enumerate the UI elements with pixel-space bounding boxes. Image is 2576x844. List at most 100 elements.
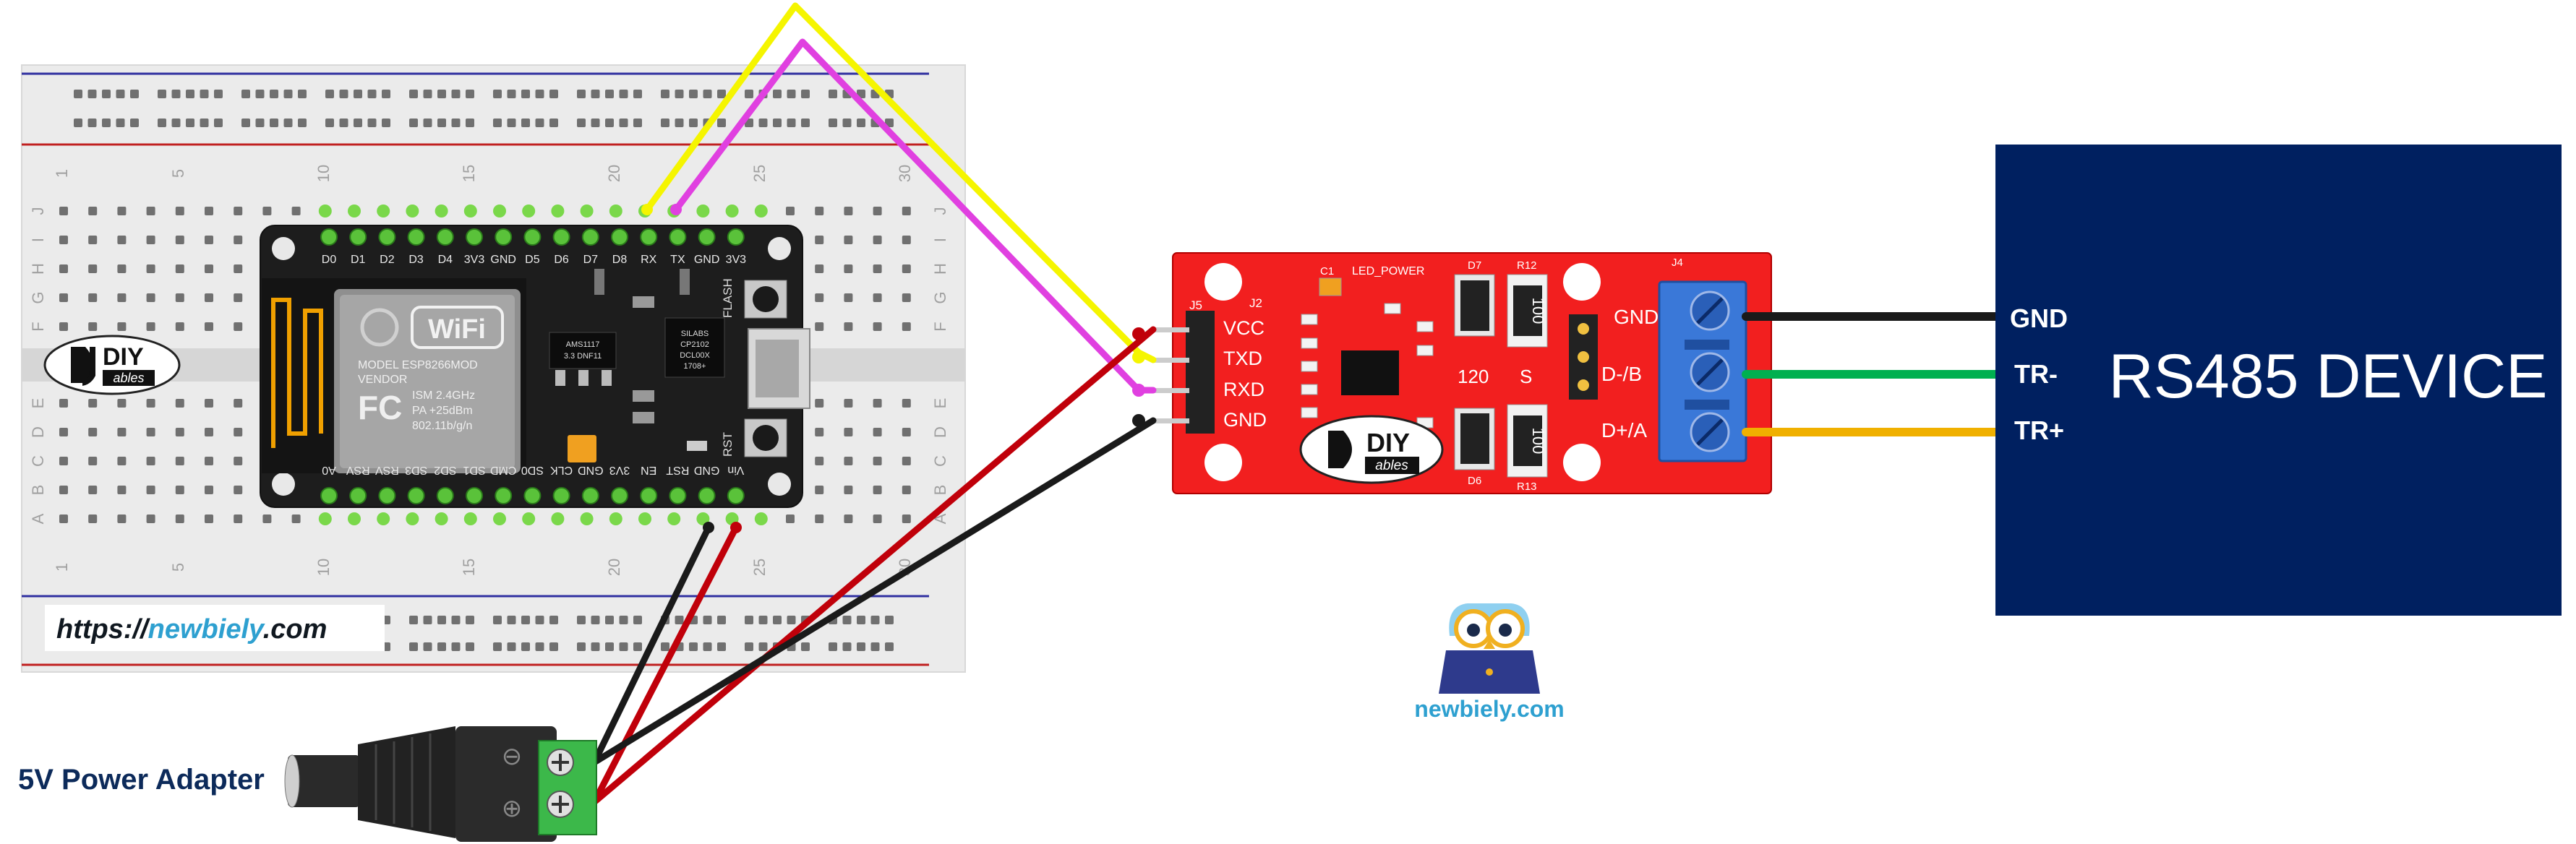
breadboard-hole — [873, 322, 882, 331]
rail-hole — [633, 616, 642, 624]
diode-d7 — [1454, 274, 1495, 337]
esp-pin-gnd — [698, 228, 716, 246]
breadboard-hole — [117, 264, 127, 273]
breadboard-hole — [873, 514, 882, 523]
breadboard-hole — [873, 264, 882, 273]
breadboard-hole — [873, 293, 882, 302]
rail-hole — [857, 119, 865, 127]
flash-button[interactable] — [744, 280, 787, 319]
breadboard-hole — [902, 293, 911, 302]
breadboard-hole-active — [551, 512, 565, 525]
breadboard-hole — [146, 322, 155, 331]
breadboard-hole-active — [638, 512, 651, 525]
breadboard-hole — [146, 514, 155, 523]
flash-label: FLASH — [721, 278, 735, 318]
breadboard-hole-active — [406, 204, 419, 218]
rail-hole — [758, 642, 768, 651]
breadboard-hole-active — [463, 204, 477, 218]
esp-bottom-pin-label: SD0 — [521, 464, 544, 476]
breadboard-hole — [175, 457, 184, 465]
breadboard-hole — [175, 322, 184, 331]
label-led-power: LED_POWER — [1352, 265, 1424, 277]
rail-hole — [633, 90, 642, 98]
rail-hole — [130, 119, 139, 127]
rst-button[interactable] — [744, 418, 787, 457]
breadboard-hole-active — [377, 204, 390, 218]
breadboard-hole-active — [551, 204, 565, 218]
breadboard-hole — [873, 399, 882, 408]
rs485-device: GND TR- TR+ RS485 DEVICE — [1995, 145, 2562, 616]
row-letter: H — [29, 263, 47, 275]
breadboard-hole — [844, 236, 853, 244]
label-120: 120 — [1458, 366, 1489, 387]
rail-hole — [466, 616, 474, 624]
usb-chip-text-0: SILABS — [681, 330, 709, 338]
rail-hole — [493, 642, 502, 651]
rail-hole — [675, 616, 684, 624]
column-number: 15 — [460, 559, 478, 576]
rail-hole — [158, 119, 166, 127]
rail-hole — [535, 119, 544, 127]
esp-top-pin-label: 3V3 — [726, 254, 747, 266]
rail-hole — [870, 642, 880, 651]
breadboard-hole — [88, 264, 98, 273]
breadboard-hole — [902, 457, 911, 465]
resistor-r12: 100 — [1507, 274, 1548, 348]
rail-hole — [241, 119, 250, 127]
breadboard-hole — [902, 399, 911, 408]
breadboard-hole — [234, 293, 243, 302]
breadboard-hole-active — [493, 512, 506, 525]
rail-hole — [171, 90, 181, 98]
rail-hole — [255, 90, 265, 98]
breadboard-hole — [234, 514, 243, 523]
rail-hole — [857, 642, 865, 651]
rail-hole — [437, 90, 446, 98]
rs485-screw-terminal[interactable] — [1658, 280, 1747, 462]
breadboard-hole-active — [754, 512, 768, 525]
esp-pin-d1 — [349, 228, 367, 246]
rail-hole — [521, 642, 530, 651]
breadboard-hole — [205, 293, 213, 302]
rail-hole — [801, 642, 810, 651]
breadboard-hole — [234, 322, 243, 331]
breadboard-hole — [88, 293, 98, 302]
breadboard-hole — [175, 264, 184, 273]
breadboard-hole-active — [609, 512, 622, 525]
rail-hole — [591, 616, 600, 624]
rail-hole — [745, 90, 753, 98]
rail-hole — [130, 90, 139, 98]
breadboard-hole — [146, 207, 155, 215]
rail-hole — [507, 90, 516, 98]
esp-top-pin-label: D4 — [438, 254, 453, 266]
power-adapter: ⊖ ⊕ — [284, 726, 597, 842]
rs485-diy-subtext: ables — [1375, 458, 1408, 473]
breadboard-hole — [815, 207, 824, 215]
rail-hole — [577, 616, 586, 624]
label-d7: D7 — [1468, 259, 1481, 272]
rail-hole — [745, 616, 753, 624]
esp-pin-rsv — [378, 487, 396, 504]
adapter-minus-symbol: ⊖ — [502, 743, 523, 770]
esp-bottom-pin-label: SD1 — [463, 464, 485, 476]
rail-hole — [200, 90, 209, 98]
column-number: 10 — [314, 559, 333, 576]
rail-hole — [171, 119, 181, 127]
row-letter: I — [29, 238, 47, 242]
breadboard-hole — [234, 236, 243, 244]
breadboard-hole — [844, 207, 853, 215]
rail-hole — [354, 119, 362, 127]
rail-hole — [409, 642, 418, 651]
breadboard-hole — [146, 428, 155, 436]
pin-label-gnd-left: GND — [1223, 409, 1267, 431]
breadboard-hole — [844, 457, 853, 465]
breadboard-hole — [815, 514, 824, 523]
rail-hole — [507, 616, 516, 624]
micro-usb-port[interactable] — [748, 328, 810, 409]
adapter-screw-terminal[interactable] — [538, 740, 597, 835]
rail-hole — [717, 90, 726, 98]
device-pin-gnd: GND — [2010, 303, 2068, 333]
breadboard-hole — [815, 236, 824, 244]
rail-hole — [451, 90, 461, 98]
wifi-text: WiFi — [428, 314, 486, 345]
